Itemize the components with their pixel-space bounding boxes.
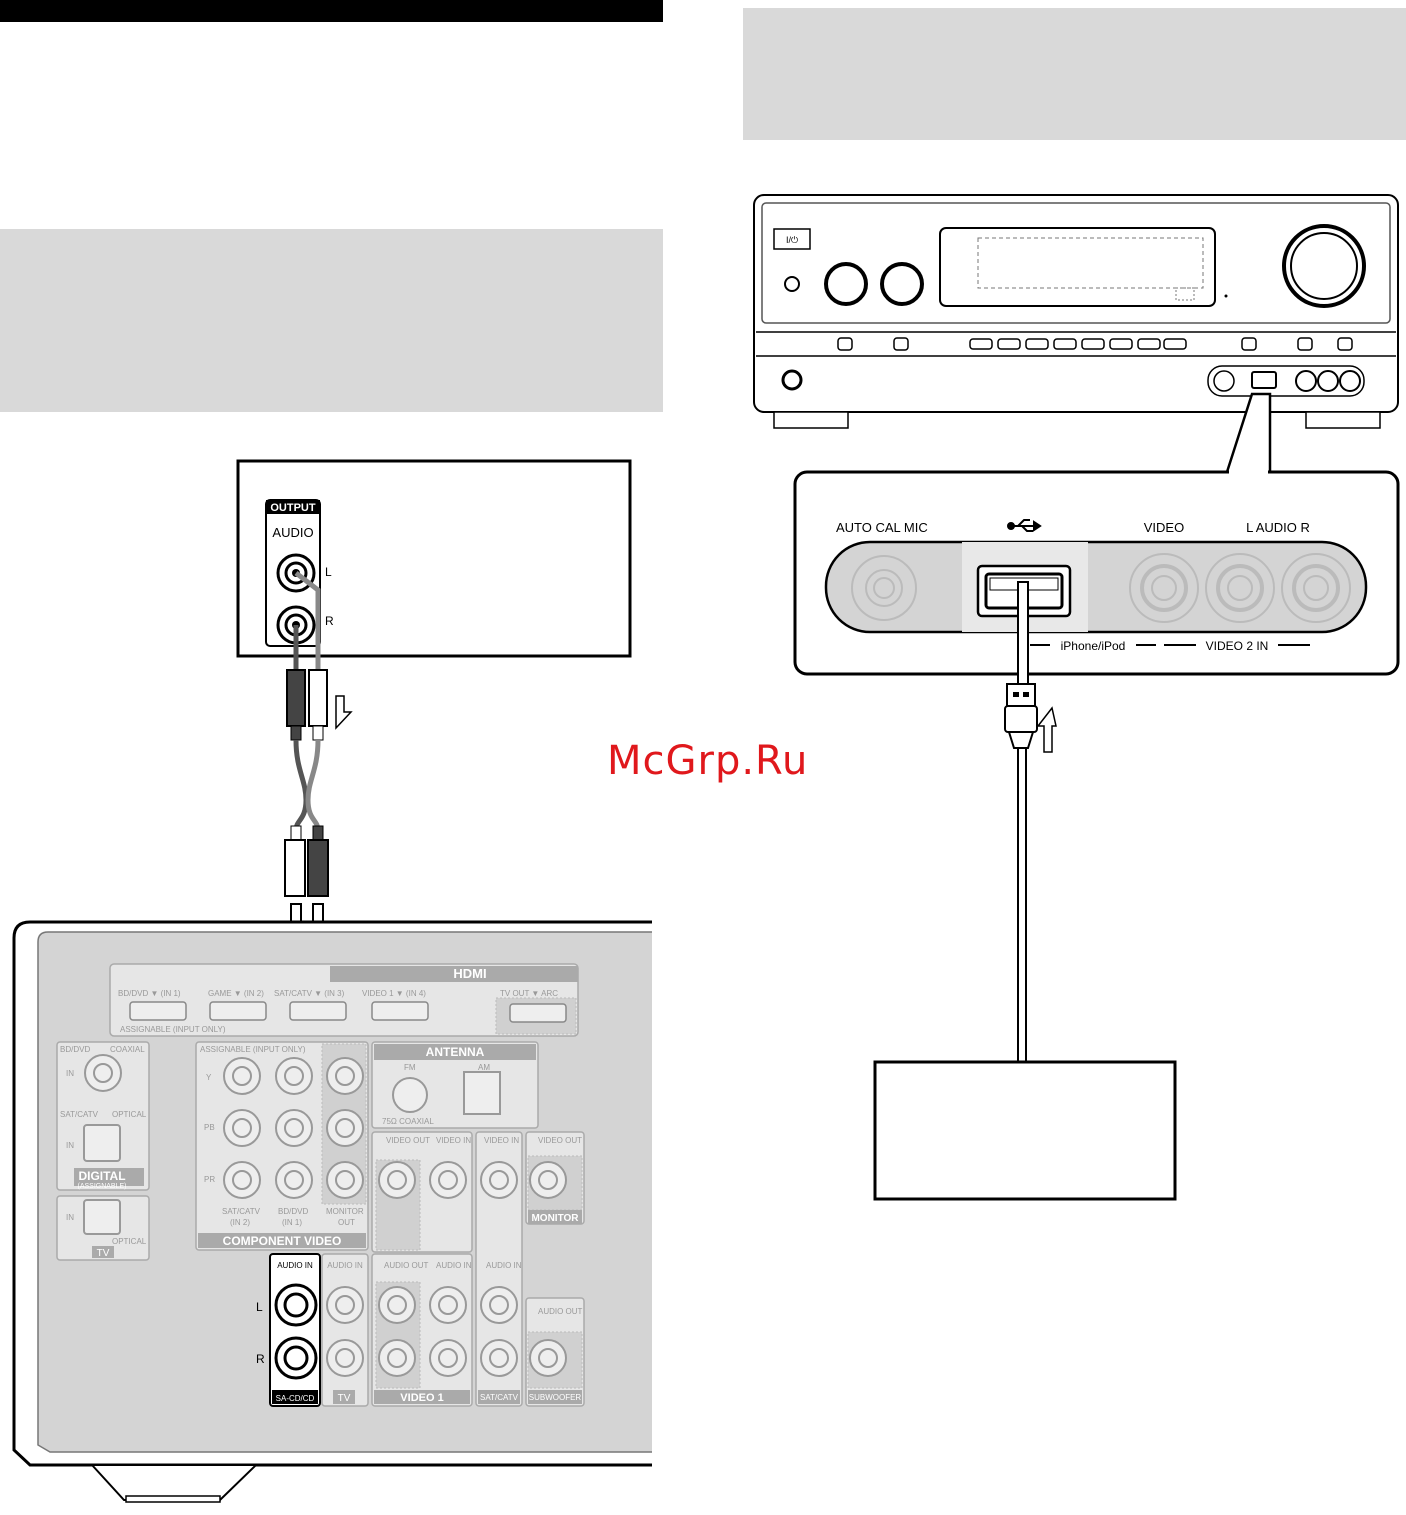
left-gray-band <box>0 229 663 412</box>
hdmi-assignable-label: ASSIGNABLE (INPUT ONLY) <box>120 1025 226 1034</box>
zoom-audio-label: L AUDIO R <box>1246 520 1310 535</box>
digital-in2-label: IN <box>66 1141 74 1150</box>
iphone-ipod-label: iPhone/iPod <box>1061 639 1126 653</box>
hdmi-in3-port[interactable] <box>289 1001 347 1021</box>
usb-device-box <box>873 1060 1177 1201</box>
digital-coaxial-label: COAXIAL <box>110 1045 145 1054</box>
hdmi-bd-dvd-label: BD/DVD ▼ (IN 1) <box>118 989 181 998</box>
monitor-title: MONITOR <box>531 1213 579 1224</box>
left-knob[interactable] <box>824 262 868 306</box>
hdmi-in1-port[interactable] <box>129 1001 187 1021</box>
component-y-label: Y <box>206 1073 212 1082</box>
digital-in1-label: IN <box>66 1069 74 1078</box>
sacd-r-label: R <box>256 1352 265 1366</box>
component-bd-label: BD/DVD <box>278 1207 308 1216</box>
antenna-title: ANTENNA <box>426 1045 485 1059</box>
front-mic-jack[interactable] <box>781 369 803 391</box>
component-pb-label: PB <box>204 1123 215 1132</box>
zoom-mic-jack[interactable] <box>851 555 917 621</box>
power-label: I/⏻ <box>786 235 798 245</box>
video1-video-out-label: VIDEO OUT <box>386 1136 430 1145</box>
component-out-label: OUT <box>338 1218 355 1227</box>
zoom-audio-r-jack[interactable] <box>1281 553 1351 623</box>
auto-cal-mic-label: AUTO CAL MIC <box>836 520 928 535</box>
sat-audio-jacks[interactable] <box>480 1286 518 1377</box>
hdmi-title: HDMI <box>453 966 486 981</box>
digital-tv-optical-label: OPTICAL <box>112 1237 147 1246</box>
component-in2-label: (IN 2) <box>230 1218 250 1227</box>
output-l-label: L <box>325 565 332 579</box>
top-black-bar <box>0 0 663 22</box>
video1-audio-out-label: AUDIO OUT <box>384 1261 429 1270</box>
receiver-front-panel: I/⏻ <box>753 194 1399 429</box>
audio-label: AUDIO <box>272 525 313 540</box>
sat-video-in-label: VIDEO IN <box>484 1136 519 1145</box>
zoom-audio-l-jack[interactable] <box>1205 553 1275 623</box>
component-sat-label: SAT/CATV <box>222 1207 261 1216</box>
digital-bd-dvd-label: BD/DVD <box>60 1045 90 1054</box>
monitor-video-out-label: VIDEO OUT <box>538 1136 582 1145</box>
component-in1-label: (IN 1) <box>282 1218 302 1227</box>
subwoofer-title: SUBWOOFER <box>529 1393 582 1402</box>
sat-audio-in-label: AUDIO IN <box>486 1261 522 1270</box>
display-window <box>939 227 1216 307</box>
power-button[interactable] <box>773 228 811 250</box>
antenna-fm-jack[interactable] <box>392 1077 428 1113</box>
component-pr-label: PR <box>204 1175 215 1184</box>
front-panel-zoom-callout: AUTO CAL MIC VIDEO L AUDIO R <box>793 392 1400 676</box>
video1-audio-jacks[interactable] <box>378 1286 467 1377</box>
digital-tv-optical-jack[interactable] <box>83 1199 121 1235</box>
sacd-l-label: L <box>256 1300 263 1314</box>
output-label: OUTPUT <box>270 502 316 514</box>
digital-tv-in-label: IN <box>66 1213 74 1222</box>
hdmi-video1-label: VIDEO 1 ▼ (IN 4) <box>362 989 426 998</box>
digital-assignable-label: (ASSIGNABLE) <box>77 1183 126 1190</box>
antenna-coaxial-label: 75Ω COAXIAL <box>382 1117 434 1126</box>
zoom-video-label: VIDEO <box>1144 520 1184 535</box>
digital-sat-catv-label: SAT/CATV <box>60 1110 99 1119</box>
right-knob[interactable] <box>880 262 924 306</box>
digital-optical-label: OPTICAL <box>112 1110 147 1119</box>
zoom-video-jack[interactable] <box>1129 553 1199 623</box>
hdmi-sat-catv-label: SAT/CATV ▼ (IN 3) <box>274 989 345 998</box>
right-gray-band <box>743 8 1406 140</box>
tv-audio-in-label: AUDIO IN <box>327 1261 363 1270</box>
sacd-label: SA-CD/CD <box>276 1394 315 1403</box>
video1-video-in-label: VIDEO IN <box>436 1136 471 1145</box>
usb-icon <box>1007 519 1042 532</box>
video2-in-label: VIDEO 2 IN <box>1206 639 1269 653</box>
headphone-jack[interactable] <box>784 276 800 292</box>
component-jacks[interactable] <box>223 1057 364 1199</box>
sacd-audio-in-r-jack[interactable] <box>274 1336 318 1380</box>
sat-title: SAT/CATV <box>480 1393 519 1402</box>
hdmi-tv-out-port[interactable] <box>509 1003 567 1023</box>
front-buttons[interactable] <box>837 337 1353 351</box>
digital-title: DIGITAL <box>78 1169 125 1183</box>
antenna-am-label: AM <box>478 1063 490 1072</box>
sacd-audio-in-l-jack[interactable] <box>274 1283 318 1327</box>
component-assignable-label: ASSIGNABLE (INPUT ONLY) <box>200 1045 306 1054</box>
digital-optical-jack[interactable] <box>83 1124 121 1162</box>
hdmi-in2-port[interactable] <box>209 1001 267 1021</box>
component-monitor-label: MONITOR <box>326 1207 364 1216</box>
hdmi-in4-port[interactable] <box>371 1001 429 1021</box>
subwoofer-audio-out-label: AUDIO OUT <box>538 1307 583 1316</box>
output-r-label: R <box>325 614 334 628</box>
watermark: McGrp.Ru <box>607 738 809 784</box>
sacd-audio-in-label: AUDIO IN <box>277 1261 313 1270</box>
digital-tv-label: TV <box>97 1248 110 1259</box>
antenna-fm-label: FM <box>404 1063 416 1072</box>
tv-audio-label: TV <box>338 1393 351 1404</box>
video1-audio-in-label: AUDIO IN <box>436 1261 472 1270</box>
video1-title: VIDEO 1 <box>400 1392 443 1404</box>
component-video-title: COMPONENT VIDEO <box>223 1234 342 1248</box>
hdmi-tv-out-label: TV OUT ▼ ARC <box>500 989 558 998</box>
antenna-am-terminal[interactable] <box>463 1071 501 1115</box>
hdmi-game-label: GAME ▼ (IN 2) <box>208 989 264 998</box>
receiver-rear-panel: HDMI BD/DVD ▼ (IN 1) GAME ▼ (IN 2) SAT/C… <box>12 920 652 1503</box>
